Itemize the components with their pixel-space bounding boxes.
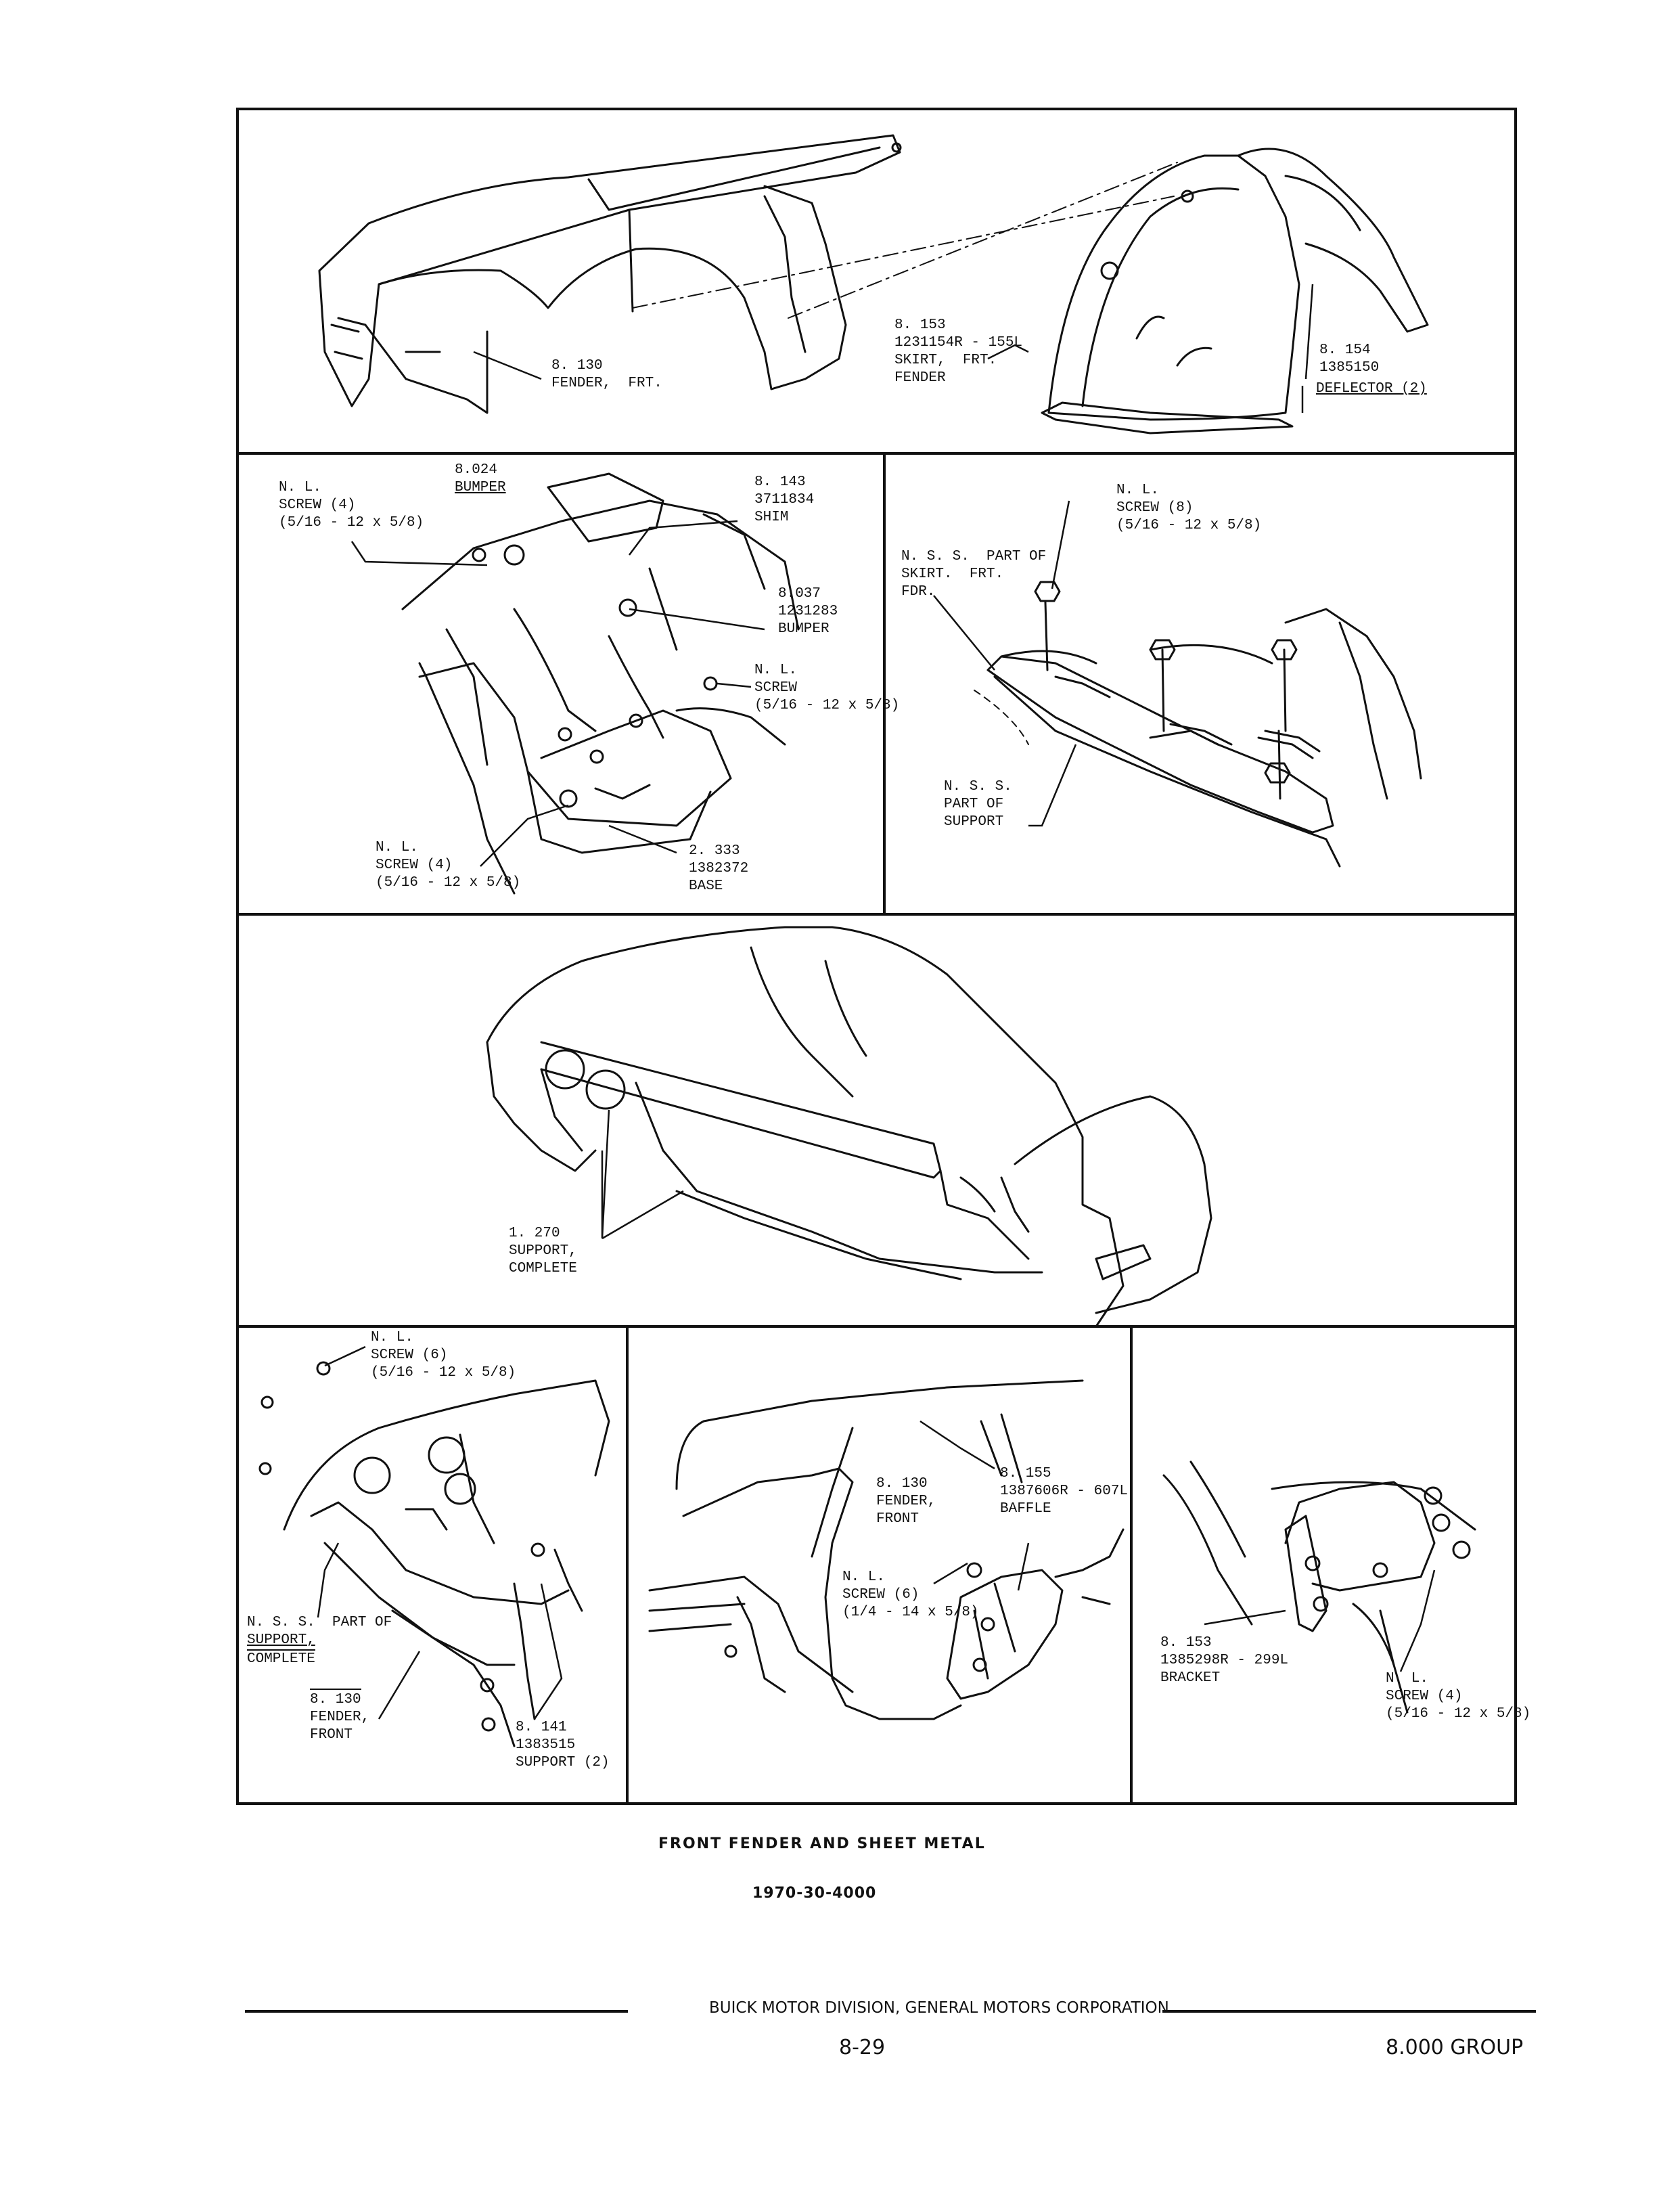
panel-divider [883, 452, 886, 914]
footer-publisher: BUICK MOTOR DIVISION, GENERAL MOTORS COR… [709, 1999, 1169, 2017]
label-base: 2. 333 1382372 BASE [689, 843, 749, 894]
label-support: 8. 141 1383515 SUPPORT (2) [516, 1720, 610, 1770]
figure-caption: FRONT FENDER AND SHEET METAL [658, 1835, 986, 1852]
support-bracket-illustration [258, 1361, 610, 1747]
label-screw: N. L. SCREW (8) (5/16 - 12 x 5/8) [1116, 483, 1262, 533]
label-nss-line3: COMPLETE [247, 1649, 315, 1668]
label-screw-left: N. L. SCREW (4) (5/16 - 12 x 5/8) [279, 480, 424, 531]
panel-divider [236, 1325, 1517, 1328]
panel-divider [626, 1325, 629, 1805]
label-nss-line2: SUPPORT, [247, 1632, 315, 1648]
label-deflector-number: 8. 154 1385150 [1319, 342, 1380, 376]
group-label: 8.000 GROUP [1386, 2036, 1524, 2059]
label-bumper-number: 8.024 [455, 462, 498, 478]
label-bumper: 8.037 1231283 BUMPER [778, 586, 838, 637]
label-fender: 8. 130 FENDER, FRONT [876, 1476, 936, 1527]
label-baffle: 8. 155 1387606R - 607L BAFFLE [1000, 1466, 1129, 1517]
label-screw: N. L. SCREW (6) (5/16 - 12 x 5/8) [371, 1330, 516, 1381]
label-fender: 8. 130 FENDER, FRT. [551, 358, 662, 391]
label-screw-right: N. L. SCREW (5/16 - 12 x 5/8) [754, 663, 900, 713]
label-nss-support: N. S. S. PART OF SUPPORT [944, 779, 1012, 830]
bracket-illustration [1162, 1460, 1476, 1714]
baffle-illustration [648, 1379, 1125, 1720]
support-illustration [974, 581, 1422, 868]
leader-lines [317, 284, 1436, 1720]
fender-illustration [318, 134, 902, 414]
label-nss-skirt: N. S. S. PART OF SKIRT. FRT. FDR. [901, 549, 1047, 600]
label-fender-name: FENDER, FRONT [310, 1710, 370, 1743]
panel-divider [236, 913, 1517, 916]
front-end-illustration [486, 926, 1212, 1328]
label-deflector-name: DEFLECTOR (2) [1316, 381, 1427, 397]
footer-rule-left [245, 2010, 628, 2013]
document-code: 1970-30-4000 [752, 1885, 877, 1902]
label-screw-bottom: N. L. SCREW (4) (5/16 - 12 x 5/8) [376, 840, 521, 891]
footer-rule-right [1162, 2010, 1536, 2013]
label-bracket: 8. 153 1385298R - 299L BRACKET [1160, 1635, 1289, 1686]
label-shim: 8. 143 3711834 SHIM [754, 474, 815, 525]
label-nss-line1: N. S. S. PART OF [247, 1615, 392, 1630]
panel-divider [1130, 1325, 1133, 1805]
label-bumper-name: BUMPER [455, 480, 506, 495]
base-illustration [401, 472, 800, 895]
figure-frame [236, 108, 1517, 1805]
label-skirt: 8. 153 1231154R - 155L SKIRT, FRT. FENDE… [894, 317, 1023, 386]
label-screw: N. L. SCREW (6) (1/4 - 14 x 5/8) [842, 1569, 979, 1620]
page-number: 8-29 [839, 2036, 886, 2059]
label-screw: N. L. SCREW (4) (5/16 - 12 x 5/8) [1386, 1671, 1531, 1722]
skirt-illustration [1041, 148, 1429, 434]
label-fender-number: 8. 130 [310, 1689, 361, 1709]
panel-divider [236, 452, 1517, 455]
label-support-complete: 1. 270 SUPPORT, COMPLETE [509, 1226, 577, 1276]
